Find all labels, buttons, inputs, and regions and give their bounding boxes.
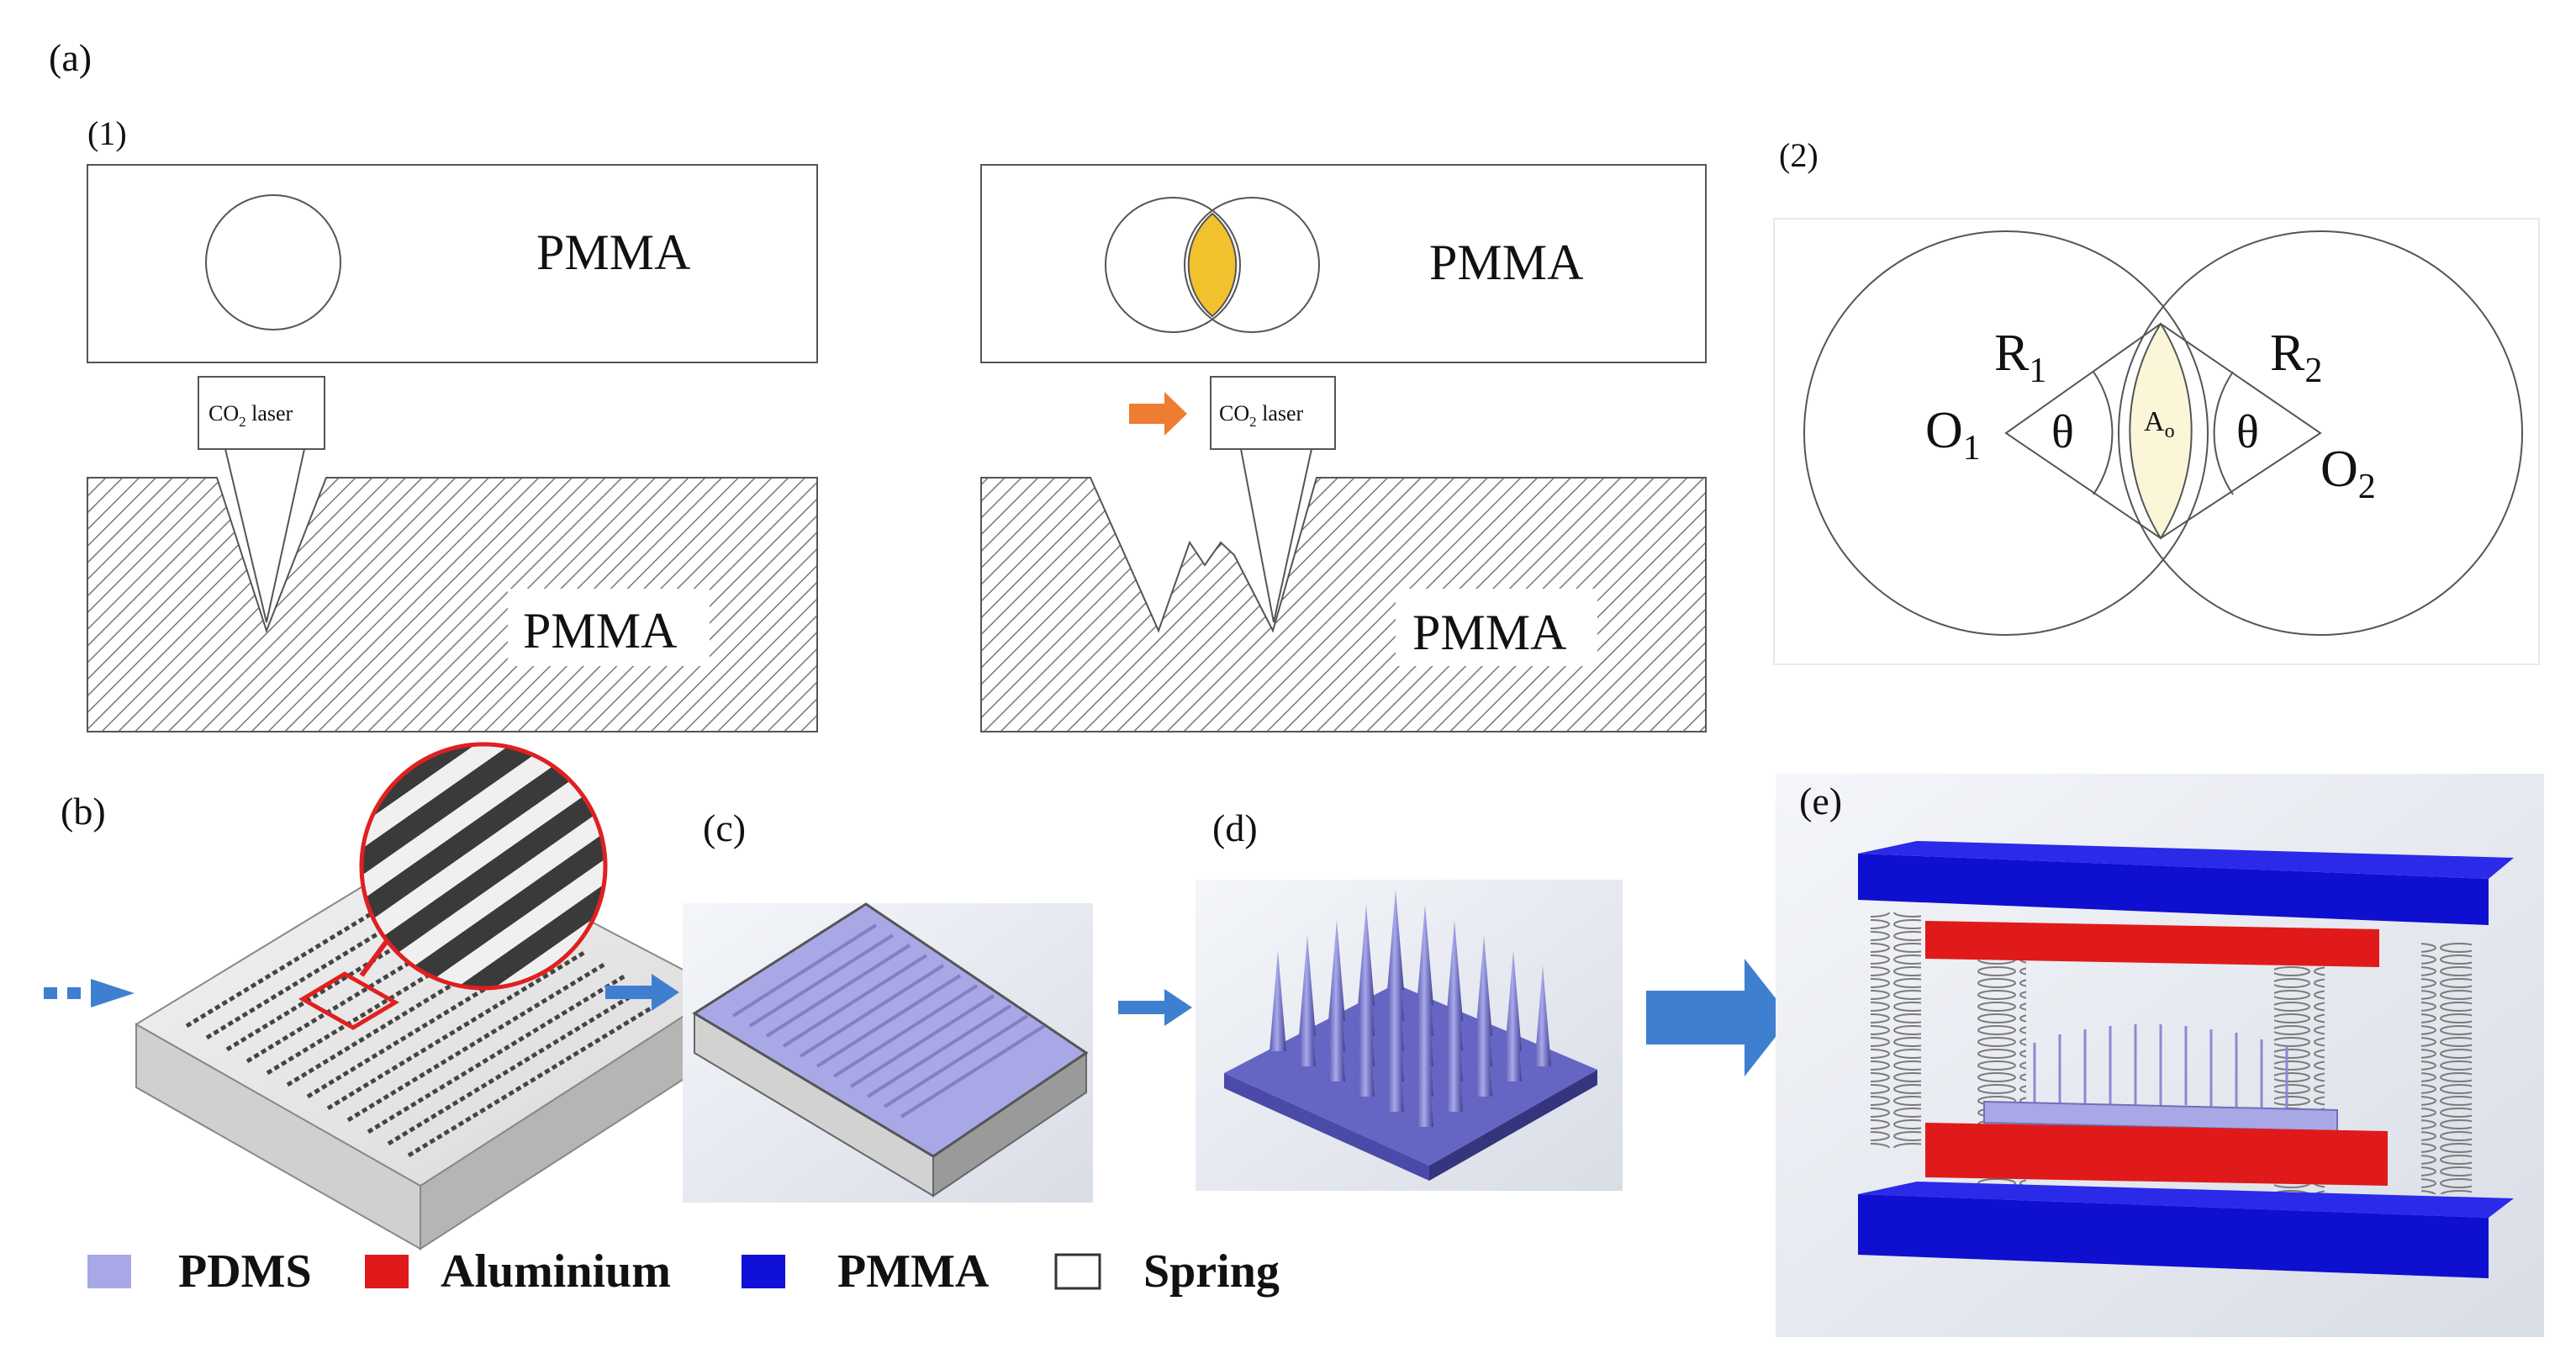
legend-swatch-pmma [742, 1255, 785, 1288]
legend-label-spring: Spring [1143, 1245, 1280, 1298]
panel-label-a1: (1) [87, 114, 127, 152]
pdms-block-top [692, 902, 1089, 1158]
label-r1: R1 [1994, 325, 2046, 390]
pmma-block-bottom-left [87, 477, 818, 732]
label-area-ao: Ao [2144, 406, 2175, 442]
pmma-label-bottom-left: PMMA [523, 603, 677, 658]
theta-arc-left [2093, 371, 2114, 495]
dot-1 [44, 987, 57, 999]
label-theta-left: θ [2051, 406, 2074, 458]
dot-2 [67, 987, 81, 999]
panel-label-b: (b) [61, 790, 106, 833]
top-aluminium-plate [1925, 921, 2379, 967]
arrow-into-b [91, 979, 135, 1007]
pmma-label-top-left: PMMA [536, 225, 690, 280]
zoom-circle-border [359, 742, 608, 991]
laser-label-left: CO2 laser [209, 401, 293, 430]
move-arrow-orange [1129, 392, 1187, 436]
panel-label-c: (c) [703, 806, 746, 849]
legend-swatch-aluminium [365, 1255, 409, 1288]
pdms-groove-lines [731, 923, 1046, 1118]
arrow-into-d [1118, 989, 1192, 1026]
legend-swatch-spring [1054, 1253, 1101, 1290]
label-theta-right: θ [2236, 406, 2259, 458]
panel-label-a: (a) [49, 36, 92, 79]
microneedle-array [1270, 890, 1551, 1127]
laser-label-middle: CO2 laser [1219, 401, 1304, 430]
panel-label-d: (d) [1212, 806, 1258, 849]
pmma-label-bg-middle [1396, 589, 1597, 666]
label-o2: O2 [2320, 441, 2376, 506]
top-pmma-plate-top [1858, 841, 2514, 879]
circle-o2 [2118, 230, 2523, 636]
top-pmma-plate-front [1858, 854, 2489, 925]
legend-label-pdms: PDMS [178, 1245, 312, 1298]
spring-right-upper [2421, 942, 2472, 1194]
spring-left-upper [1871, 912, 1921, 1148]
laser-beam-middle [1240, 448, 1312, 623]
circle-o1 [1803, 230, 2209, 636]
laser-path-circle-1 [1105, 197, 1241, 333]
theta-arc-right [2213, 371, 2234, 495]
substrate-side-left [1224, 1073, 1429, 1181]
substrate-side-right [1429, 1070, 1597, 1181]
pmma-block-bottom-middle [980, 477, 1707, 732]
substrate-top [1224, 984, 1597, 1166]
legend-label-aluminium: Aluminium [441, 1245, 671, 1298]
overlap-highlight [1187, 212, 1238, 318]
pmma-sheet-top-left [87, 164, 818, 363]
arrow-into-e [1646, 959, 1791, 1076]
pmma-label-bottom-middle: PMMA [1412, 605, 1566, 660]
legend-swatch-pdms [87, 1255, 131, 1288]
laser-beam-left [224, 448, 305, 623]
laser-box-middle [1210, 376, 1336, 450]
panel-label-a2: (2) [1779, 136, 1819, 174]
bottom-aluminium-plate [1925, 1123, 2388, 1186]
rhombus-lines [2004, 322, 2322, 540]
label-r2: R2 [2270, 325, 2322, 390]
panel-label-e: (e) [1799, 780, 1842, 822]
laser-path-circle-2 [1184, 197, 1320, 333]
bottom-pmma-plate-top [1858, 1182, 2514, 1218]
laser-box-left [198, 376, 325, 450]
label-o1: O1 [1925, 402, 1981, 468]
laser-path-circle [205, 194, 341, 330]
pmma-sheet-top-middle [980, 164, 1707, 363]
highlight-square [298, 971, 399, 1030]
patch-needles [2033, 1024, 2288, 1112]
pmma-label-bg-left [508, 589, 710, 666]
bottom-pmma-plate-front [1858, 1194, 2489, 1278]
legend-label-pmma: PMMA [837, 1245, 990, 1298]
pmma-label-top-middle: PMMA [1429, 235, 1583, 290]
arrow-into-c [605, 974, 679, 1011]
